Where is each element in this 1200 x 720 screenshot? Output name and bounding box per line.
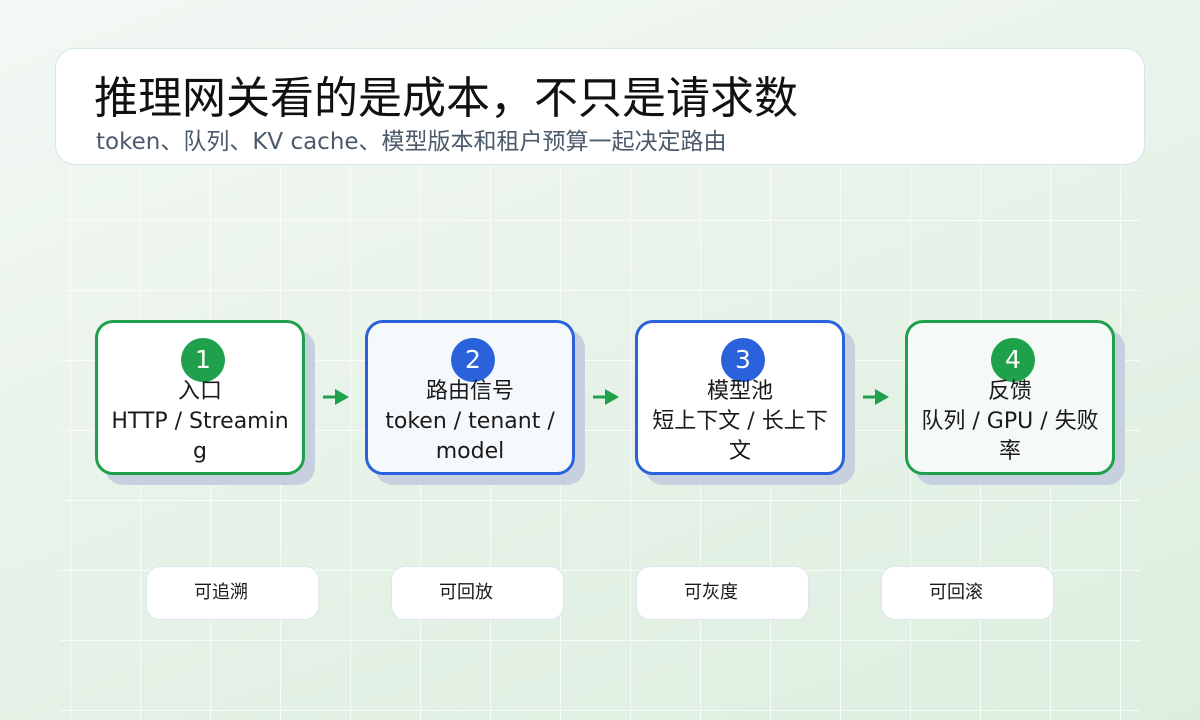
capability-pill-rollback: 可回滚: [881, 566, 1054, 620]
pill-label: 可回放: [439, 582, 493, 603]
node-detail: token / tenant / model: [385, 409, 555, 464]
step-badge: 3: [721, 338, 765, 382]
capability-pill-canary: 可灰度: [636, 566, 809, 620]
node-box: 4 反馈 队列 / GPU / 失败率: [905, 320, 1115, 475]
node-box: 1 入口 HTTP / Streaming: [95, 320, 305, 475]
node-text: 模型池 短上下文 / 长上下文: [650, 377, 830, 467]
node-title: 模型池: [706, 379, 773, 404]
arrow-right-icon: [323, 389, 349, 405]
step-badge: 4: [991, 338, 1035, 382]
flow-node-feedback: 4 反馈 队列 / GPU / 失败率: [905, 320, 1125, 485]
node-text: 入口 HTTP / Streaming: [110, 377, 290, 467]
node-title: 路由信号: [425, 379, 514, 404]
node-box: 3 模型池 短上下文 / 长上下文: [635, 320, 845, 475]
flow-node-model-pool: 3 模型池 短上下文 / 长上下文: [635, 320, 855, 485]
node-box: 2 路由信号 token / tenant / model: [365, 320, 575, 475]
header-card: 推理网关看的是成本，不只是请求数 token、队列、KV cache、模型版本和…: [55, 48, 1145, 165]
node-detail: HTTP / Streaming: [111, 409, 289, 464]
arrow-right-icon: [863, 389, 889, 405]
flow-node-routing-signals: 2 路由信号 token / tenant / model: [365, 320, 585, 485]
pill-label: 可追溯: [194, 582, 248, 603]
flow-node-entry: 1 入口 HTTP / Streaming: [95, 320, 315, 485]
pill-label: 可回滚: [929, 582, 983, 603]
capability-pill-replayable: 可回放: [391, 566, 564, 620]
step-badge: 2: [451, 338, 495, 382]
page-subtitle: token、队列、KV cache、模型版本和租户预算一起决定路由: [96, 129, 727, 155]
node-detail: 短上下文 / 长上下文: [652, 409, 828, 464]
pill-label: 可灰度: [684, 582, 738, 603]
node-title: 入口: [177, 379, 222, 404]
node-detail: 队列 / GPU / 失败率: [921, 409, 1099, 464]
capability-pill-traceable: 可追溯: [146, 566, 319, 620]
arrow-right-icon: [593, 389, 619, 405]
page-title: 推理网关看的是成本，不只是请求数: [94, 73, 798, 124]
node-text: 路由信号 token / tenant / model: [380, 377, 560, 467]
step-badge: 1: [181, 338, 225, 382]
node-title: 反馈: [987, 379, 1032, 404]
node-text: 反馈 队列 / GPU / 失败率: [920, 377, 1100, 467]
